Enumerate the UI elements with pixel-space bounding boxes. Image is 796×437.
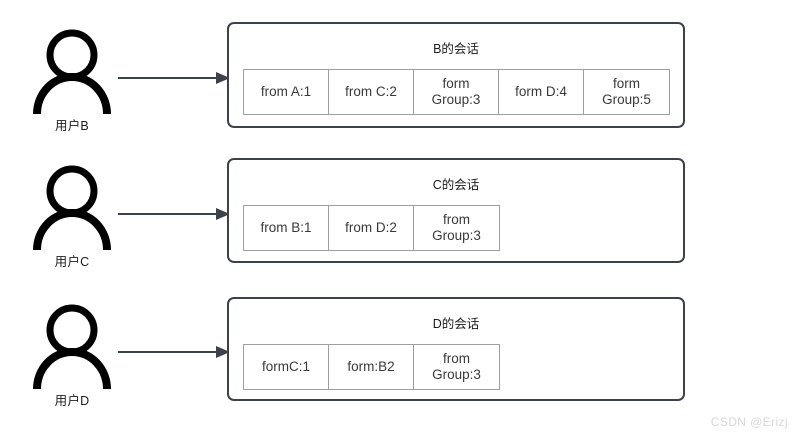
message-table: from A:1 from C:2 form Group:3 form D:4 … bbox=[243, 69, 670, 115]
actor-label: 用户D bbox=[54, 394, 90, 408]
message-cell: from D:2 bbox=[329, 206, 414, 250]
message-cell: formC:1 bbox=[244, 345, 329, 389]
actor-label: 用户B bbox=[55, 119, 89, 133]
message-cell: from A:1 bbox=[244, 70, 329, 114]
session-title: C的会话 bbox=[432, 178, 480, 192]
person-icon bbox=[27, 22, 117, 114]
person-icon bbox=[27, 158, 117, 250]
message-cell: form D:4 bbox=[499, 70, 584, 114]
actor-user-c: 用户C bbox=[12, 158, 132, 270]
message-cell: form Group:5 bbox=[602, 76, 651, 107]
message-table: formC:1 form:B2 from Group:3 bbox=[243, 344, 500, 390]
session-box-b: B的会话 from A:1 from C:2 form Group:3 form… bbox=[227, 22, 685, 128]
message-cell: from C:2 bbox=[329, 70, 414, 114]
message-cell: from Group:3 bbox=[432, 351, 481, 382]
person-icon bbox=[27, 297, 117, 389]
arrow-right-icon bbox=[118, 206, 230, 222]
watermark: CSDN @Erizj bbox=[710, 415, 788, 429]
message-cell: from B:1 bbox=[244, 206, 329, 250]
message-cell: form:B2 bbox=[329, 345, 414, 389]
session-title: B的会话 bbox=[433, 42, 479, 56]
actor-user-d: 用户D bbox=[12, 297, 132, 409]
message-table: from B:1 from D:2 from Group:3 bbox=[243, 205, 500, 251]
session-title: D的会话 bbox=[432, 317, 480, 331]
arrow-right-icon bbox=[118, 70, 230, 86]
arrow-right-icon bbox=[118, 344, 230, 360]
message-cell: form Group:3 bbox=[414, 70, 499, 114]
session-box-c: C的会话 from B:1 from D:2 from Group:3 bbox=[227, 158, 685, 263]
session-box-d: D的会话 formC:1 form:B2 from Group:3 bbox=[227, 297, 685, 401]
message-cell: from Group:3 bbox=[432, 212, 481, 243]
actor-label: 用户C bbox=[54, 255, 90, 269]
actor-user-b: 用户B bbox=[12, 22, 132, 134]
